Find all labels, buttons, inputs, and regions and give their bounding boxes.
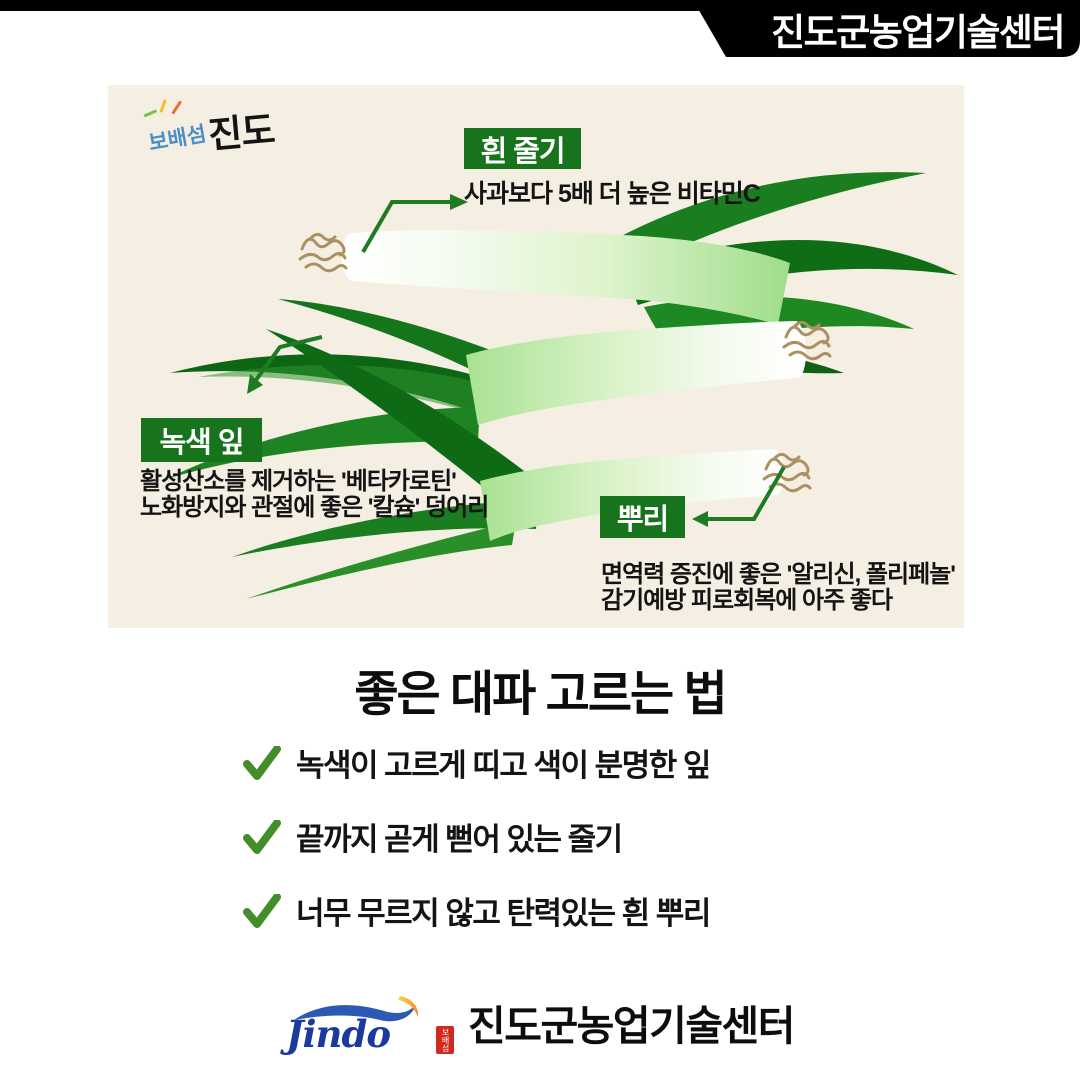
agency-banner: 진도군농업기술센터 — [680, 0, 1080, 57]
footer-agency: 진도군농업기술센터 — [468, 1003, 795, 1049]
callout-root-desc-line1: 면역력 증진에 좋은 '알리신, 폴리페놀' — [601, 561, 956, 588]
jindo-script-logo: 보배섬 진도 — [133, 92, 305, 168]
check-item-label: 녹색이 고르게 띠고 색이 분명한 잎 — [296, 748, 711, 783]
callout-green-leaf-desc-line1: 활성산소를 제거하는 '베타카로틴' — [140, 468, 457, 495]
crescent-icon — [398, 996, 419, 1017]
check-item: 끝까지 곧게 뻗어 있는 줄기 — [243, 814, 710, 859]
check-item: 녹색이 고르게 띠고 색이 분명한 잎 — [243, 740, 711, 785]
sparkle-ticks-icon — [143, 99, 182, 118]
callout-green-leaf-label: 녹색 잎 — [141, 418, 262, 462]
agency-banner-label: 진도군농업기술센터 — [771, 11, 1064, 53]
check-item-label: 끝까지 곧게 뻗어 있는 줄기 — [296, 822, 623, 857]
check-item-label: 너무 무르지 않고 탄력있는 흰 뿌리 — [296, 896, 711, 931]
guide-title: 좋은 대파 고르는 법 — [354, 668, 727, 721]
callout-white-stem-desc: 사과보다 5배 더 높은 비타민C — [464, 180, 761, 208]
check-list: 녹색이 고르게 띠고 색이 분명한 잎 끝까지 곧게 뻗어 있는 줄기 너무 무… — [243, 740, 711, 933]
callout-green-leaf-desc-line2: 노화방지와 관절에 좋은 '칼슘' 덩어리 — [140, 494, 489, 521]
jindo-seal: 보배섬 — [436, 1026, 454, 1054]
callout-green-leaf-desc: 활성산소를 제거하는 '베타카로틴' 노화방지와 관절에 좋은 '칼슘' 덩어리 — [140, 468, 489, 521]
footer: Jindo 보배섬 진도군농업기술센터 — [0, 986, 1080, 1058]
top-bar — [0, 0, 1080, 11]
check-icon — [243, 893, 281, 928]
footer-jindo-logo: Jindo — [286, 994, 422, 1058]
check-icon — [243, 745, 281, 780]
callout-root-desc: 면역력 증진에 좋은 '알리신, 폴리페놀' 감기예방 피로회복에 아주 좋다 — [601, 561, 956, 614]
jindo-seal-text: 보배섬 — [441, 1028, 450, 1052]
check-icon — [243, 819, 281, 854]
wave-swoosh-icon — [294, 996, 419, 1022]
infographic-panel: 보배섬 진도 흰 줄기 사과보다 5배 더 높은 비타민C 녹색 잎 활성산소를… — [108, 85, 964, 628]
script-logo-name: 진도 — [206, 109, 277, 157]
check-item: 너무 무르지 않고 탄력있는 흰 뿌리 — [243, 888, 711, 933]
callout-root-desc-line2: 감기예방 피로회복에 아주 좋다 — [601, 587, 893, 614]
callout-white-stem-label: 흰 줄기 — [464, 128, 581, 169]
script-logo-island: 보배섬 — [146, 122, 209, 156]
jindo-wordmark: Jindo — [286, 1012, 391, 1056]
callout-root-label: 뿌리 — [600, 496, 685, 538]
